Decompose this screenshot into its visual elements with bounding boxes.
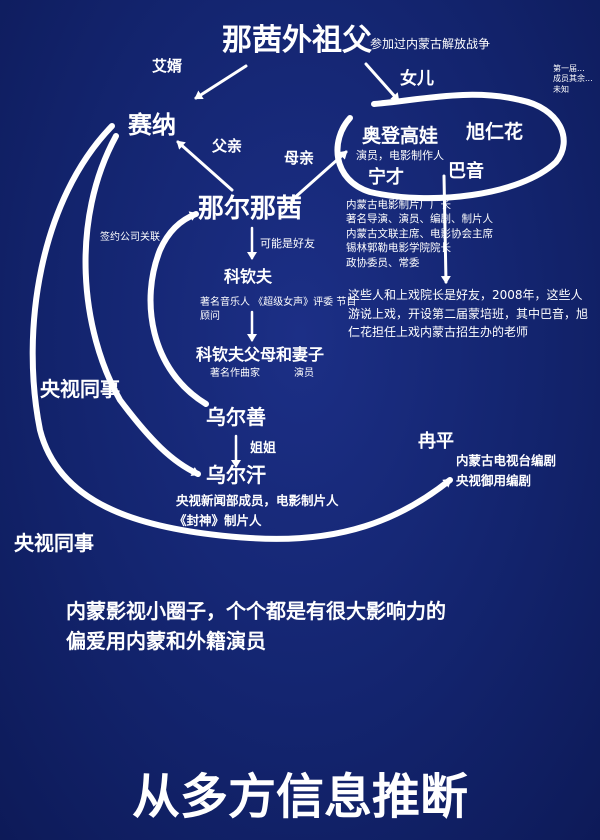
node-keqinfu-parents: 科钦夫父母和妻子 — [196, 345, 325, 364]
ranping-note-1: 内蒙古电视台编剧 — [456, 453, 557, 468]
edge-label-company: 签约公司关联 — [100, 232, 160, 243]
arrow-sainai-to-ranping — [29, 123, 453, 542]
bottom-title: 从多方信息推断 — [131, 769, 468, 825]
node-wuergan: 乌尔汗 — [206, 463, 266, 487]
edge-label-cctv-colleague-2: 央视同事 — [14, 531, 94, 555]
arrow-sainai-to-wuergan — [82, 133, 201, 477]
arrow-naernaxi-to-sainai — [176, 140, 234, 192]
edge-label-mother: 母亲 — [284, 149, 315, 167]
summary-line-2: 偏爱用内蒙和外籍演员 — [66, 629, 266, 653]
wuergan-note-2: 《封神》制片人 — [174, 513, 262, 528]
node-xurenhua: 旭仁花 — [466, 121, 524, 143]
edge-label-daughter: 女儿 — [400, 69, 434, 89]
corner-note: 第一届... 成员其余... 未知 — [553, 64, 593, 94]
arrow-wuershan-to-naernaxi — [147, 211, 209, 407]
node-sainai: 赛纳 — [128, 111, 176, 139]
summary-line-1: 内蒙影视小圈子，个个都是有很大影响力的 — [66, 599, 446, 623]
edge-label-friend: 可能是好友 — [260, 237, 315, 250]
node-wuershan: 乌尔善 — [206, 405, 266, 429]
edge-label-father: 父亲 — [212, 137, 243, 155]
edge-label-son-in-law: 艾婿 — [152, 57, 183, 75]
keqinfu-note: 著名音乐人 《超级女声》评委 节目顾问 — [200, 297, 357, 322]
ranping-note-2: 央视御用编剧 — [456, 473, 532, 488]
node-ranping: 冉平 — [418, 431, 454, 452]
node-bayin: 巴音 — [448, 161, 484, 182]
school-note: 这些人和上戏院长是好友，2008年，这些人 游说上戏，开设第二届蒙培班，其中巴音… — [348, 288, 589, 340]
arrow-group-to-school-note — [440, 174, 451, 284]
node-grandfather: 那茜外祖父 — [222, 23, 372, 58]
mother-roles-note: 内蒙古电影制片厂厂长 著名导演、演员、编剧、制片人 内蒙古文联主席、电影协会主席… — [346, 199, 493, 269]
keqinfu-parents-note-composer: 著名作曲家 — [210, 368, 260, 379]
edge-label-cctv-colleague-1: 央视同事 — [40, 377, 120, 401]
node-naernaxi: 那尔那茜 — [198, 194, 303, 224]
wuergan-note-1: 央视新闻部成员，电影制片人 — [176, 493, 339, 508]
arrow-grandfather-to-audeng — [364, 62, 400, 102]
edge-label-sister: 姐姐 — [250, 441, 277, 456]
audeng-group-loop — [334, 91, 567, 202]
keqinfu-parents-note-actor: 演员 — [294, 368, 314, 379]
node-audeng: 奥登高娃 — [362, 125, 439, 147]
node-ningcai: 宁才 — [368, 167, 404, 188]
audeng-note: 演员，电影制作人 — [356, 149, 444, 162]
arrow-grandfather-to-sainai — [194, 64, 248, 100]
grandfather-note: 参加过内蒙古解放战争 — [370, 37, 491, 51]
node-keqinfu: 科钦夫 — [224, 267, 273, 286]
